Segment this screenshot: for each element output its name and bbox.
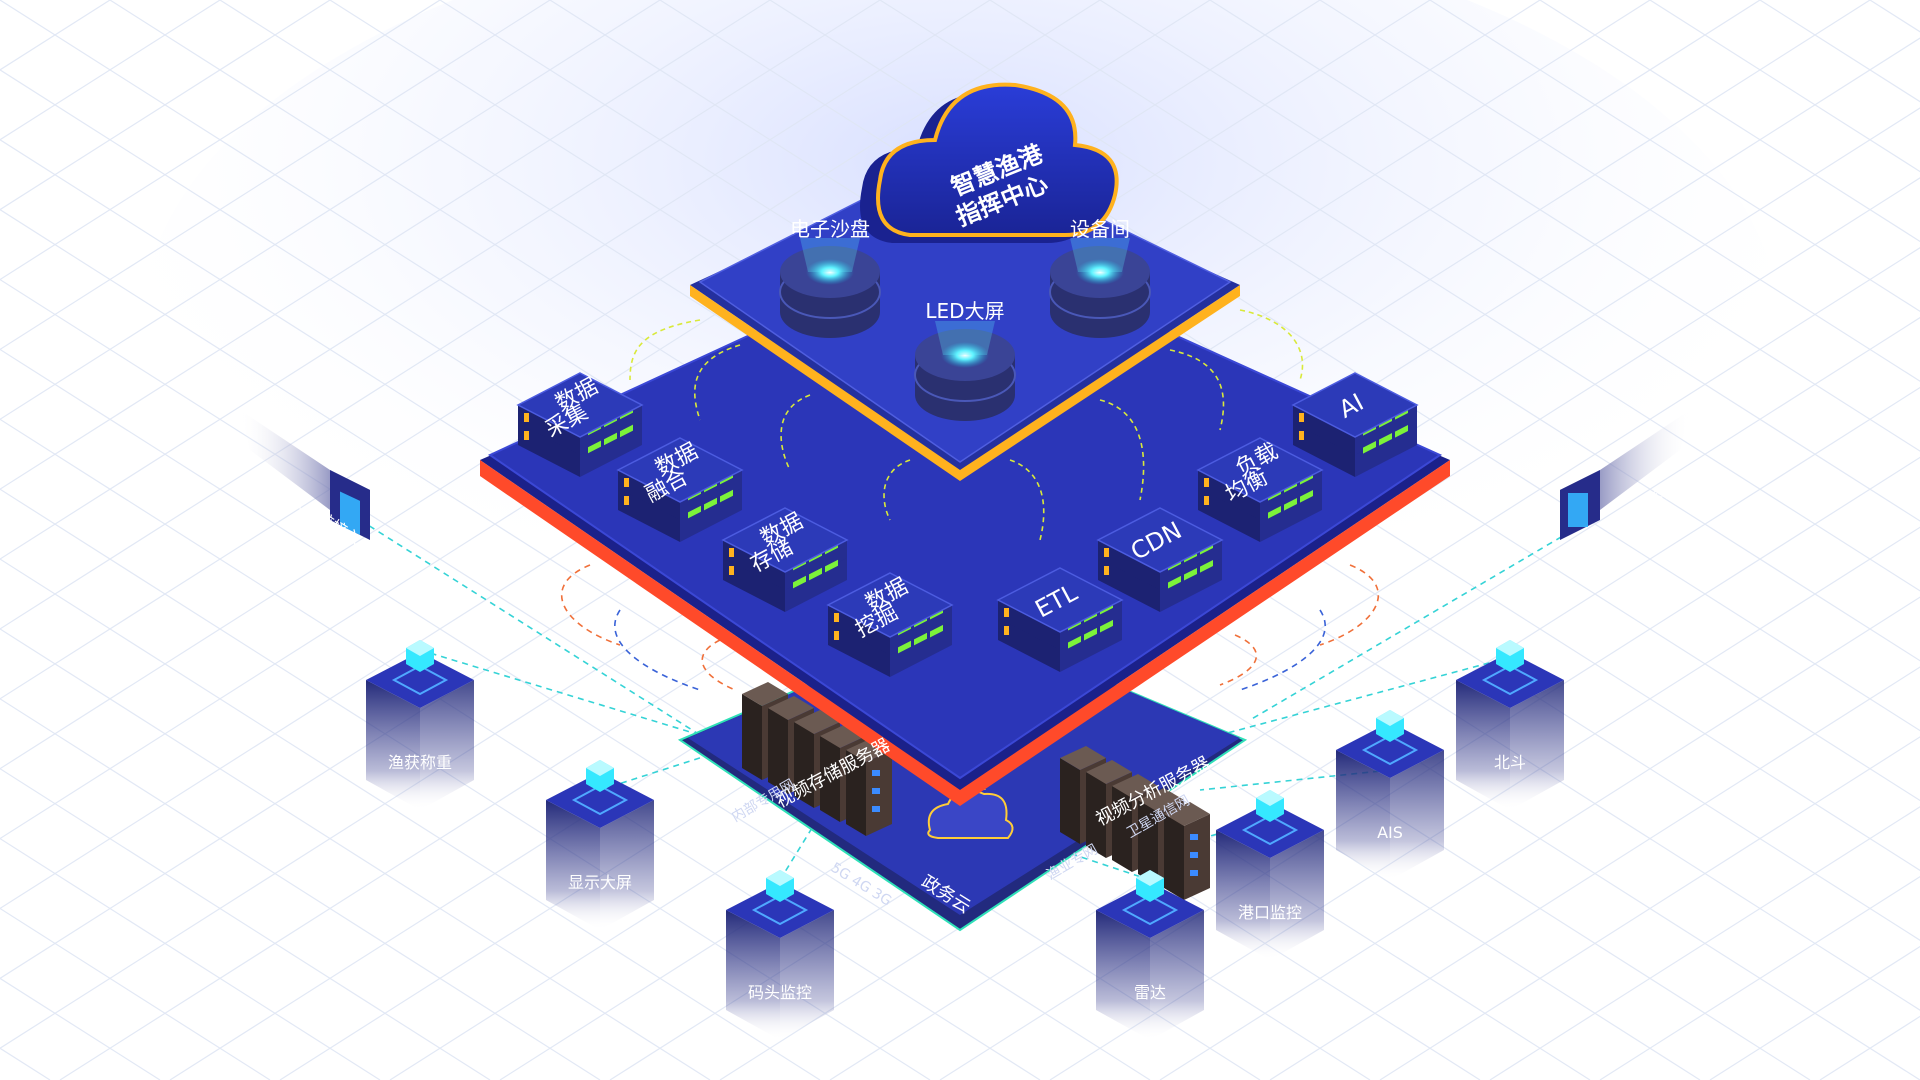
device-equipment_room-icon xyxy=(1049,238,1151,338)
command-center-cloud: 智慧渔港 指挥中心 xyxy=(860,82,1119,243)
device-sandtable-icon xyxy=(779,238,881,338)
terminal-display: 显示大屏 xyxy=(546,760,654,930)
terminal-dock_monitor: 码头监控 xyxy=(726,870,834,1040)
terminal-catch_weighing: 渔获称重 xyxy=(366,640,474,810)
module-connectors xyxy=(629,309,1304,541)
terminal-ais-label: AIS xyxy=(1377,823,1403,842)
main-platform xyxy=(480,236,1450,806)
terminal-dock_monitor-label: 码头监控 xyxy=(748,983,812,1002)
video-storage-servers xyxy=(742,682,892,836)
terminal-beidou-label: 北斗 xyxy=(1494,753,1526,772)
led-screen-label: LED大屏 xyxy=(925,299,1004,323)
video-analysis-servers xyxy=(1060,746,1210,900)
terminal-ais: AIS xyxy=(1336,710,1444,880)
terminal-catch_weighing-label: 渔获称重 xyxy=(388,753,452,772)
server-rack xyxy=(1164,802,1210,900)
module-ai: AI xyxy=(1291,372,1419,477)
top-platform xyxy=(690,149,1240,481)
device-led_screen-icon xyxy=(914,321,1016,421)
terminal-radar: 雷达 xyxy=(1096,870,1204,1040)
terminal-port_monitor: 港口监控 xyxy=(1216,790,1324,960)
equipment-room-label: 设备间 xyxy=(1070,217,1130,241)
module-cdn: CDN xyxy=(1096,507,1224,612)
terminal-radar-label: 雷达 xyxy=(1134,983,1166,1002)
module-etl: ETL xyxy=(996,567,1124,672)
terminal-beidou: 北斗 xyxy=(1456,640,1564,810)
terminal-port_monitor-label: 港口监控 xyxy=(1238,903,1302,922)
sandtable-label: 电子沙盘 xyxy=(790,217,870,241)
server-rack xyxy=(846,738,892,836)
top-devices xyxy=(779,238,1151,421)
terminal-display-label: 显示大屏 xyxy=(568,873,632,892)
